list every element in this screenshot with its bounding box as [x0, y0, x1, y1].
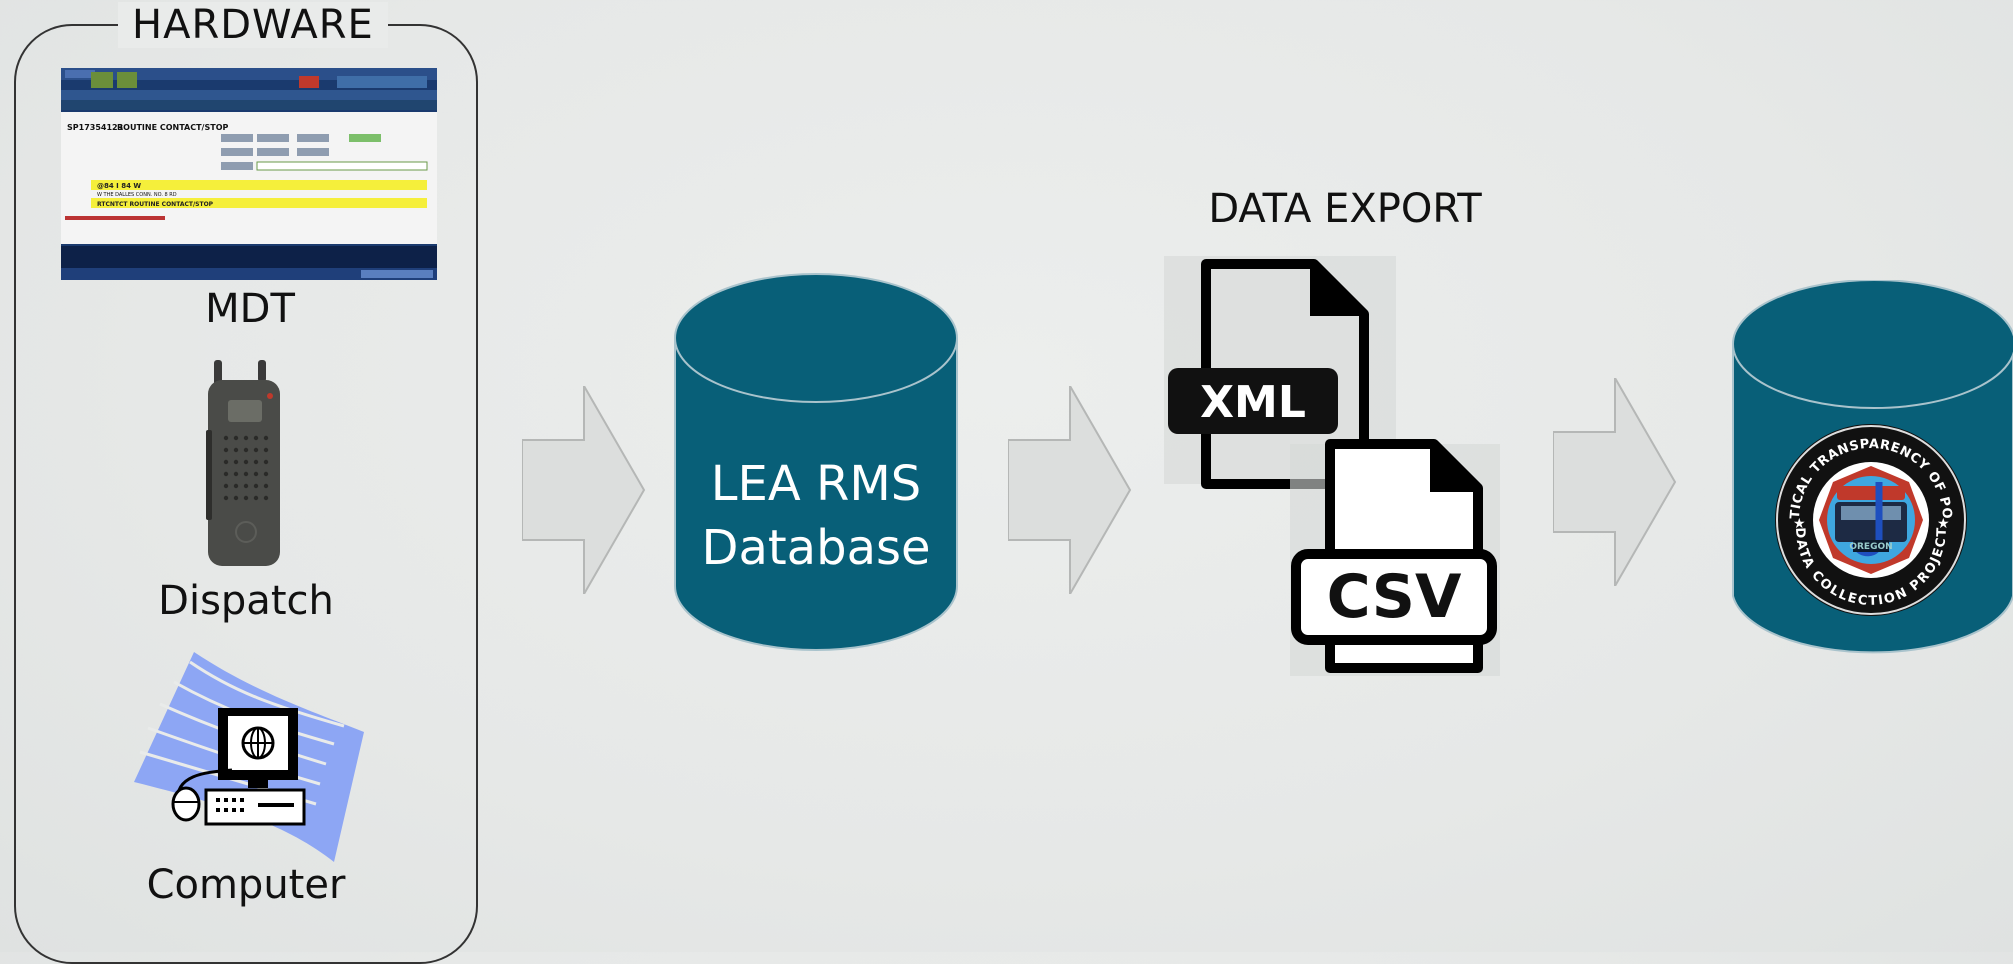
data-export-title: DATA EXPORT [1208, 186, 1482, 232]
flow-arrow-1 [521, 382, 646, 598]
seal-center-text: OREGON [1849, 542, 1892, 552]
dispatch-label: Dispatch [158, 578, 334, 624]
xml-label: XML [1200, 377, 1306, 428]
stop-seal-logo: OREGON STATISTICAL TRANSPARENCY OF POLIC… [1765, 409, 1971, 624]
csv-file-icon [1290, 436, 1506, 680]
svg-text:★: ★ [1793, 516, 1806, 532]
flow-arrow-3 [1552, 374, 1677, 590]
radio-icon [202, 360, 286, 570]
flow-arrow-2 [1007, 382, 1132, 598]
database-label-line1: LEA RMS [710, 456, 922, 512]
mdt-street: W THE DALLES CONN. NO. 8 RD [97, 192, 177, 198]
mdt-incident: SP17354123 [67, 123, 123, 132]
svg-text:★: ★ [1937, 516, 1950, 532]
hardware-title: HARDWARE [118, 2, 388, 48]
mdt-incident-type: ROUTINE CONTACT/STOP [117, 123, 229, 132]
database-label-line2: Database [701, 520, 931, 576]
computer-icon [134, 652, 364, 868]
mdt-label: MDT [205, 286, 295, 332]
lea-rms-database-cylinder [673, 272, 959, 656]
computer-label: Computer [146, 862, 346, 908]
mdt-address: @84 I 84 W [97, 182, 141, 190]
mdt-screenshot: SP17354123 ROUTINE CONTACT/STOP @84 I 84… [61, 68, 437, 280]
mdt-call-type: RTCNTCT ROUTINE CONTACT/STOP [97, 201, 214, 208]
csv-label: CSV [1326, 562, 1462, 632]
